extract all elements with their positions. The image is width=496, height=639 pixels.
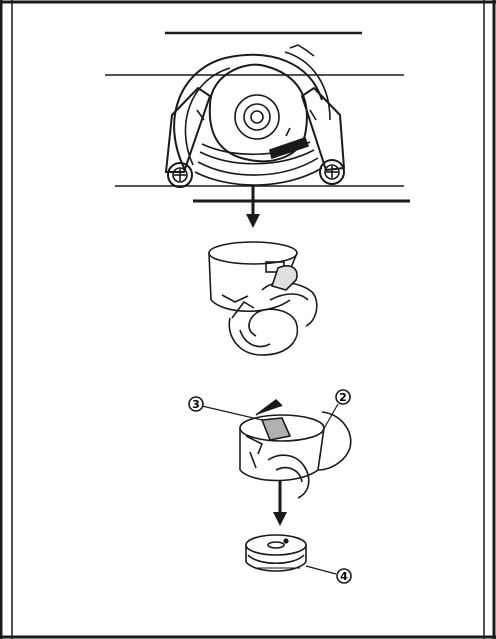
svg-text:2: 2 — [339, 391, 347, 404]
arrow-down-1 — [246, 185, 260, 228]
svg-text:3: 3 — [192, 398, 200, 411]
arrow-down-2 — [273, 480, 287, 526]
hook-assembly-figure — [105, 33, 410, 201]
svg-text:4: 4 — [340, 570, 348, 583]
bobbin-figure — [246, 535, 336, 574]
callout-2: 2 — [336, 390, 350, 404]
callout-4: 4 — [337, 569, 351, 583]
bobbin-case-removal-figure — [209, 242, 317, 355]
callout-3: 3 — [189, 397, 203, 411]
bobbin-case-callouts-figure — [202, 400, 351, 498]
